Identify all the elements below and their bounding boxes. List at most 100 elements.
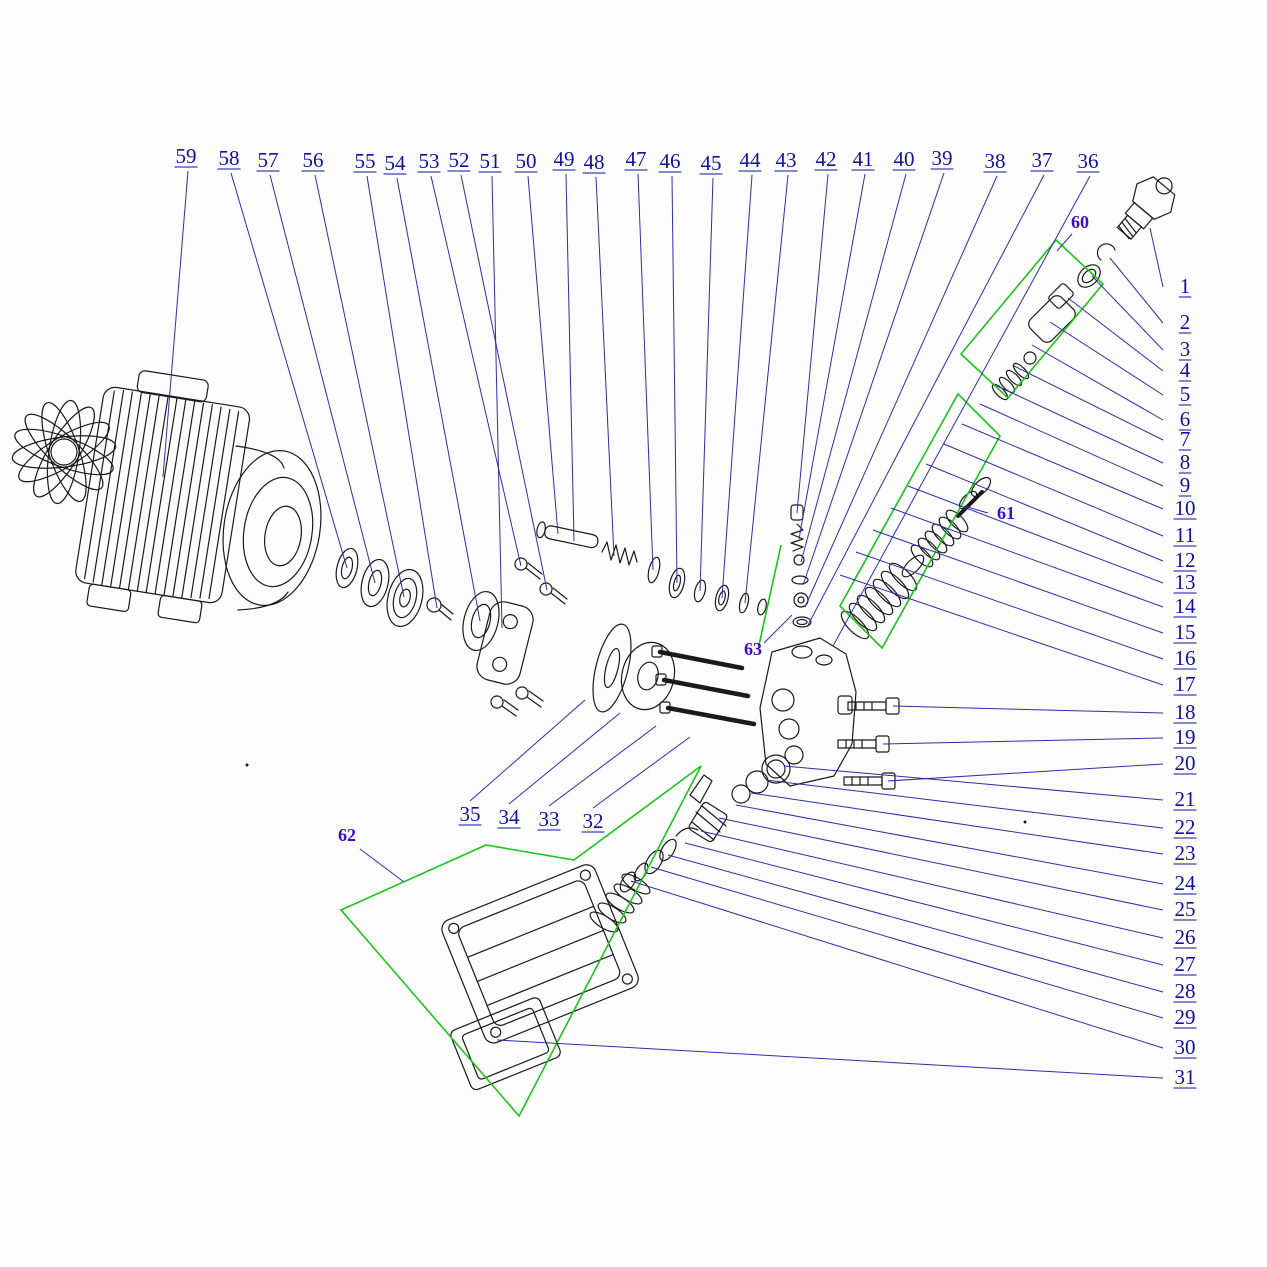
leader-6 [1031,344,1164,421]
leader-60 [1056,233,1073,252]
part-number-47: 47 [626,147,647,171]
leader-35 [469,699,586,802]
group-number-62: 62 [338,825,356,845]
leader-62 [359,848,405,883]
leader-61 [963,505,989,514]
leader-19 [882,737,1164,745]
leader-38 [804,175,998,608]
leader-21 [783,765,1164,801]
leader-26 [700,830,1164,939]
leader-31 [496,1039,1164,1079]
pump-cover [441,864,639,1044]
part-number-23: 23 [1175,841,1196,865]
leader-32 [592,736,691,809]
retainer-clip [1096,243,1116,261]
leader-63 [763,614,793,644]
leader-51 [491,175,503,629]
dot [245,763,249,767]
part-number-5: 5 [1180,382,1191,406]
part-number-36: 36 [1078,149,1099,173]
leader-7 [1013,365,1164,441]
cover-plate [450,997,561,1091]
group-number-60: 60 [1071,212,1089,232]
part-number-20: 20 [1175,751,1196,775]
part-number-56: 56 [303,148,324,172]
part-number-52: 52 [449,148,470,172]
part-number-14: 14 [1175,594,1197,618]
leader-52 [460,174,548,591]
hex-bolt [490,695,519,717]
leader-42 [796,173,829,514]
leader-40 [800,173,907,563]
leader-55 [366,175,438,609]
bearing-plate [476,601,534,685]
leader-50 [527,175,559,535]
part-number-8: 8 [1180,450,1191,474]
leader-56 [314,174,405,598]
part-number-9: 9 [1180,473,1191,497]
part-number-57: 57 [258,148,279,172]
group-60-outline [959,238,1105,400]
leader-47 [637,173,654,571]
inlet-filter-assembly [589,774,728,933]
part-number-13: 13 [1175,570,1196,594]
part-number-16: 16 [1175,646,1196,670]
leader-28 [667,854,1164,993]
part-number-24: 24 [1175,871,1197,895]
part-number-1: 1 [1180,274,1191,298]
leader-18 [892,705,1164,714]
motor-flange [222,445,322,611]
part-number-51: 51 [480,149,501,173]
piston-pin [536,521,599,549]
leader-37 [806,174,1045,628]
part-number-40: 40 [894,147,915,171]
leader-4 [1067,297,1164,372]
leader-53 [430,175,522,567]
leader-27 [684,842,1164,966]
part-number-2: 2 [1180,310,1191,334]
part-number-12: 12 [1175,548,1196,572]
motor-fan-icon [11,399,117,505]
part-number-3: 3 [1180,337,1191,361]
part-number-44: 44 [740,148,762,172]
coil-spring [601,541,638,566]
leader-45 [699,177,714,592]
part-number-30: 30 [1175,1035,1196,1059]
leader-44 [721,174,753,599]
dot [1023,820,1027,824]
part-number-15: 15 [1175,620,1196,644]
check-valve-stack [790,504,812,628]
leader-39 [802,172,945,586]
plunger-rod-heads [651,645,671,714]
leader-lines [162,170,1164,1079]
pump-manifold [759,637,857,787]
leader-11 [943,443,1164,537]
part-number-58: 58 [219,146,240,170]
leader-13 [907,485,1164,584]
hex-bolt-long [837,735,890,753]
leader-29 [650,866,1164,1019]
part-number-27: 27 [1175,952,1196,976]
leader-2 [1109,257,1164,324]
part-number-32: 32 [583,809,604,833]
leader-30 [630,880,1164,1049]
leader-36 [832,175,1091,647]
group-61-outline [839,392,1001,650]
part-number-10: 10 [1175,496,1196,520]
part-number-55: 55 [355,149,376,173]
group-63-mark [758,544,782,646]
hex-bolt [514,557,543,580]
part-number-39: 39 [932,146,953,170]
part-number-50: 50 [516,149,537,173]
leader-15 [872,529,1164,634]
part-number-29: 29 [1175,1005,1196,1029]
leader-23 [750,792,1164,855]
leader-3 [1091,275,1164,351]
part-number-59: 59 [176,144,197,168]
hex-bolt [539,582,568,605]
part-number-49: 49 [554,147,575,171]
leader-41 [798,173,866,540]
drive-disc [592,623,632,713]
hex-bolt [426,597,454,621]
part-number-17: 17 [1175,672,1196,696]
